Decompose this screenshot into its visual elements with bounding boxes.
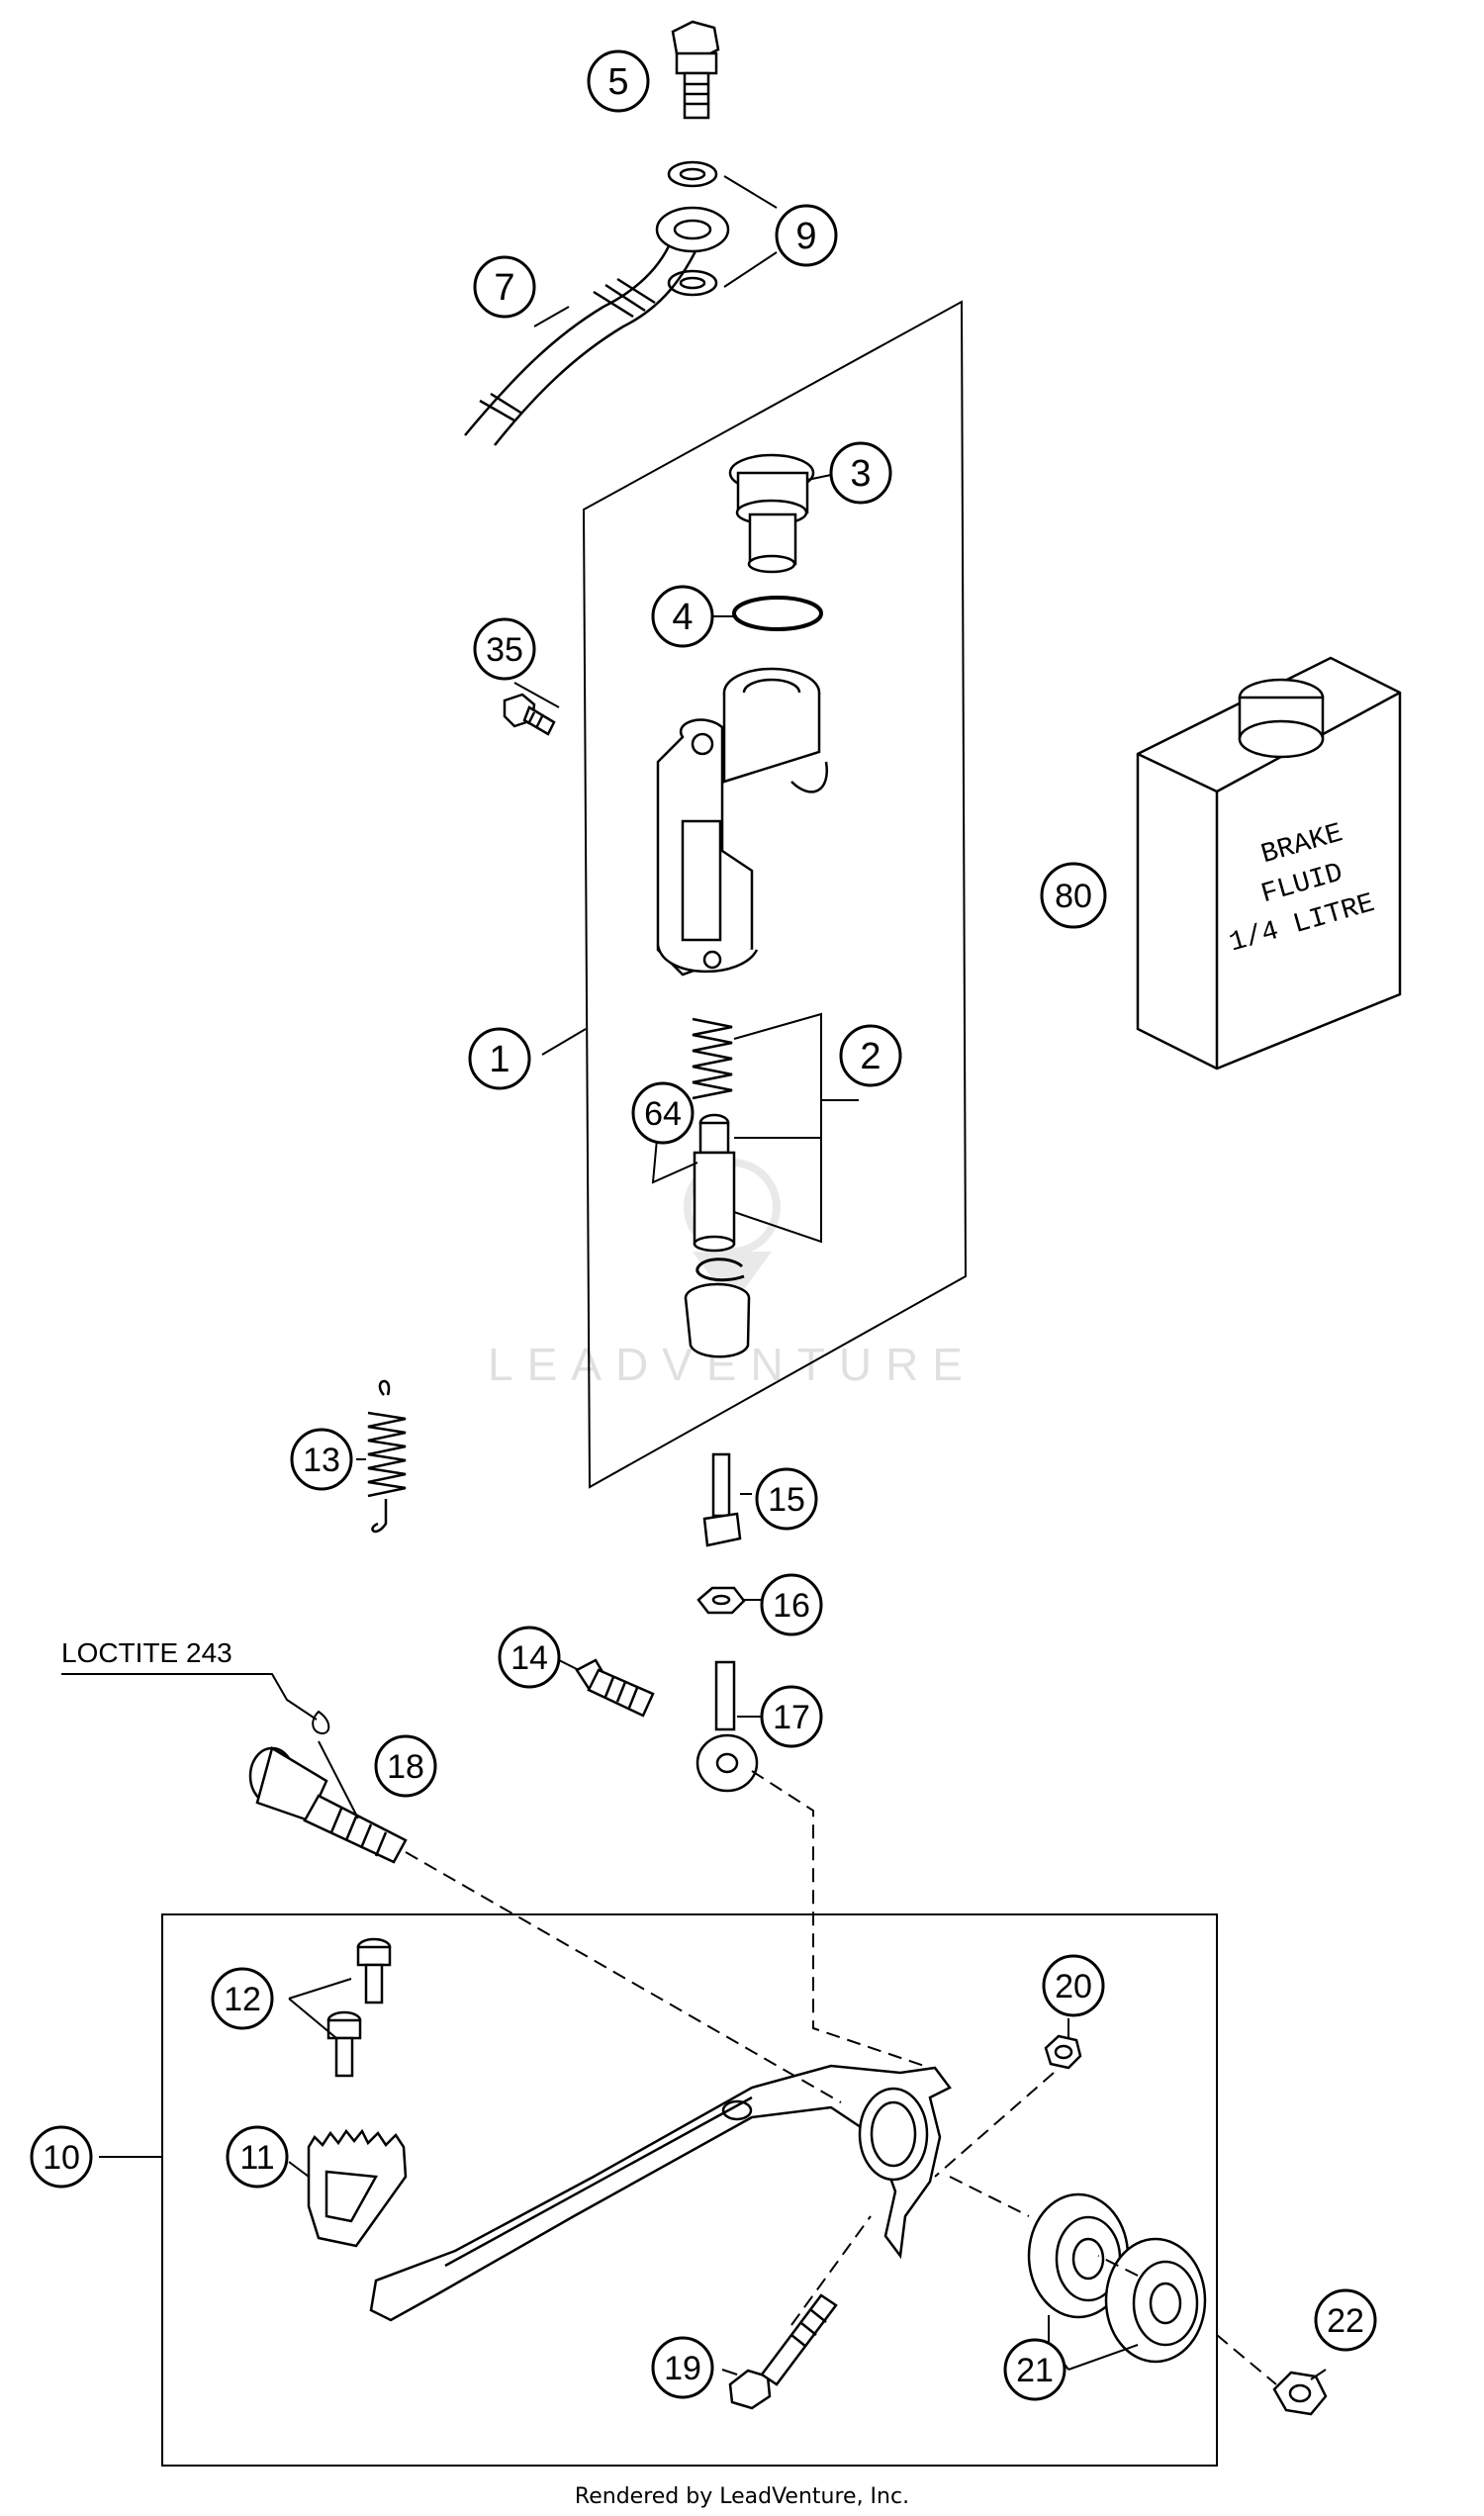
leader-lines: [61, 175, 1327, 2380]
return-spring-part: [367, 1379, 407, 1534]
callout-22-label: 22: [1327, 2302, 1364, 2340]
callout-18[interactable]: 18: [374, 1734, 437, 1798]
callout-18-label: 18: [387, 1748, 424, 1786]
nut-part-20: [1044, 2034, 1082, 2070]
callout-80[interactable]: 80: [1040, 862, 1107, 929]
screw-part-12b: [326, 2010, 362, 2078]
callout-12-label: 12: [224, 1981, 261, 2018]
push-rod-part: [702, 1452, 742, 1547]
reservoir-plug-part: [728, 453, 815, 574]
callout-2-label: 2: [860, 1036, 881, 1077]
callout-21-label: 21: [1016, 2352, 1054, 2389]
callout-3[interactable]: 3: [829, 441, 892, 505]
boot-seal-part: [684, 1282, 751, 1358]
callout-9[interactable]: 9: [775, 204, 838, 267]
callout-11-label: 11: [239, 2139, 274, 2177]
bolt-part-14: [575, 1658, 655, 1718]
loctite-note: LOCTITE 243: [61, 1637, 232, 1668]
callout-20[interactable]: 20: [1042, 1954, 1105, 2017]
callout-19[interactable]: 19: [651, 2336, 714, 2399]
brake-fluid-bottle: [1136, 656, 1402, 1071]
washer-part: [667, 160, 718, 297]
callout-13-label: 13: [303, 1442, 340, 1479]
callout-15[interactable]: 15: [755, 1467, 818, 1531]
brake-step-part: [307, 2128, 408, 2248]
callout-10[interactable]: 10: [30, 2125, 93, 2189]
assembly-lines: [405, 1770, 1277, 2385]
footer-credit: Rendered by LeadVenture, Inc.: [575, 2484, 909, 2509]
assembly-outline-brake-pedal: [161, 1913, 1218, 2467]
callout-35-label: 35: [486, 631, 523, 669]
callout-4-label: 4: [672, 597, 693, 638]
master-cylinder-body: [656, 667, 829, 977]
banjo-bolt-part: [671, 20, 720, 120]
piston-part: [693, 1113, 736, 1253]
callout-64[interactable]: 64: [631, 1081, 695, 1145]
callout-14[interactable]: 14: [498, 1626, 561, 1689]
callout-15-label: 15: [768, 1481, 805, 1519]
pivot-bolt-part: [728, 2293, 838, 2410]
screw-part: [503, 693, 556, 736]
callout-17-label: 17: [773, 1699, 810, 1736]
callout-5[interactable]: 5: [587, 49, 650, 113]
callout-20-label: 20: [1055, 1968, 1092, 2005]
callout-1-label: 1: [489, 1039, 510, 1080]
bearing-part-b: [1104, 2237, 1207, 2364]
callout-5-label: 5: [607, 61, 628, 103]
cap-screw-part: [248, 1746, 408, 1864]
callout-10-label: 10: [43, 2139, 80, 2177]
callout-19-label: 19: [664, 2350, 701, 2387]
callout-14-label: 14: [510, 1639, 548, 1677]
nut-part-16: [696, 1586, 746, 1615]
callout-2[interactable]: 2: [839, 1024, 902, 1087]
brake-hose-part: [464, 206, 730, 446]
callout-35[interactable]: 35: [473, 617, 536, 681]
callout-13[interactable]: 13: [290, 1428, 353, 1491]
callout-12[interactable]: 12: [211, 1967, 274, 2030]
bearing-part-a: [1027, 2192, 1130, 2319]
loctite-drop: [312, 1710, 330, 1735]
callout-21[interactable]: 21: [1003, 2338, 1067, 2401]
callout-17[interactable]: 17: [760, 1685, 823, 1748]
callout-16-label: 16: [773, 1587, 810, 1625]
clevis-part: [696, 1660, 759, 1793]
spring-part: [692, 1017, 733, 1100]
o-ring-part: [732, 596, 823, 631]
screw-part-12a: [356, 1937, 392, 2004]
callout-64-label: 64: [644, 1095, 682, 1133]
callout-22[interactable]: 22: [1314, 2288, 1377, 2352]
circlip-part: [696, 1258, 745, 1282]
callout-9-label: 9: [795, 216, 816, 257]
callout-11[interactable]: 11: [226, 2125, 289, 2189]
callout-80-label: 80: [1055, 878, 1092, 915]
collar-nut-part: [1272, 2371, 1328, 2416]
callout-16[interactable]: 16: [760, 1573, 823, 1636]
brake-pedal-lever: [369, 2064, 952, 2322]
callout-3-label: 3: [850, 453, 871, 495]
assembly-outline-master-cylinder: [582, 300, 968, 1489]
callout-7-label: 7: [494, 267, 514, 309]
callout-7[interactable]: 7: [473, 255, 536, 319]
callout-4[interactable]: 4: [651, 585, 714, 648]
callout-1[interactable]: 1: [468, 1027, 531, 1090]
